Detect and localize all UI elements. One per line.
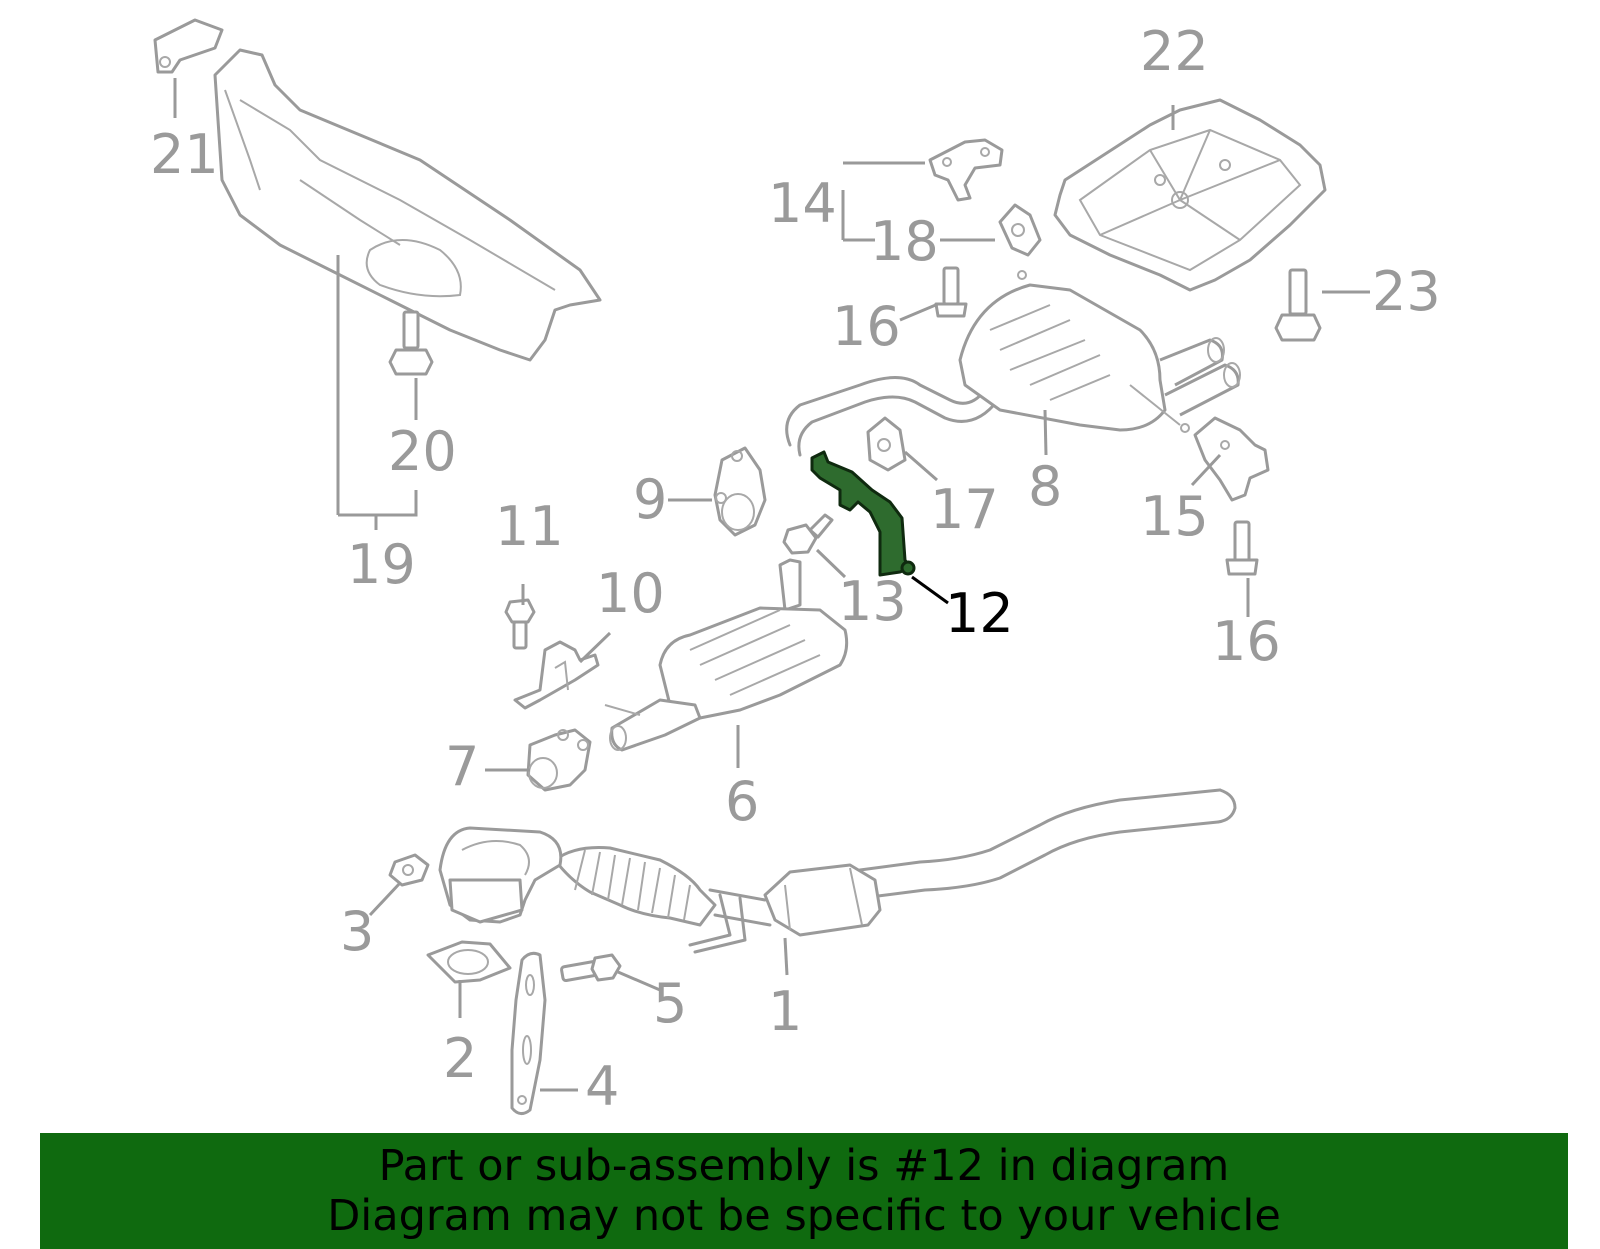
callout-20: 20 (388, 420, 457, 483)
part-3-nut (388, 853, 430, 887)
part-9-clamp (713, 446, 767, 537)
part-5-bolt (560, 953, 622, 983)
callout-16-upper: 16 (832, 295, 901, 358)
part-16-bolt-upper (934, 266, 968, 318)
part-8-rear-muffler (785, 270, 1241, 457)
callout-22: 22 (1140, 20, 1209, 83)
part-21-flange (153, 18, 224, 74)
callout-9: 9 (633, 468, 667, 531)
callout-23: 23 (1372, 260, 1441, 323)
part-4-bracket (510, 951, 547, 1115)
part-10-bracket (513, 640, 600, 710)
part-20-bolt (388, 310, 434, 376)
part-11-bolt (504, 598, 536, 650)
part-22-heat-shield (1053, 98, 1327, 292)
callout-19: 19 (347, 533, 416, 596)
part-1-front-pipe (688, 788, 1237, 954)
leader-lines (173, 78, 1370, 1092)
part-17-hanger (866, 416, 907, 472)
callout-15: 15 (1140, 485, 1209, 548)
part-7-clamp (526, 728, 592, 792)
callout-10: 10 (596, 562, 665, 625)
callout-labels: 21 20 19 22 23 14 18 16 8 17 15 16 9 13 … (150, 20, 1441, 1118)
part-19-heat-shield (213, 48, 602, 362)
part-12-bracket-highlighted (810, 450, 916, 577)
banner-line-disclaimer: Diagram may not be specific to your vehi… (327, 1191, 1281, 1241)
part-2-gasket (426, 940, 512, 984)
part-1-flex-section (553, 846, 717, 927)
part-18-hanger (998, 203, 1042, 257)
part-6-center-muffler (604, 558, 849, 752)
part-23-bolt (1274, 268, 1322, 342)
info-banner: Part or sub-assembly is #12 in diagram D… (40, 1133, 1568, 1249)
callout-13: 13 (838, 570, 907, 633)
callout-16-lower: 16 (1212, 610, 1281, 673)
part-13-bolt (782, 513, 834, 555)
part-14-bracket (928, 138, 1004, 202)
callout-7: 7 (445, 735, 479, 798)
callout-4: 4 (585, 1055, 619, 1118)
callout-17: 17 (930, 478, 999, 541)
callout-2: 2 (443, 1027, 477, 1090)
part-15-bracket (1193, 416, 1270, 502)
callout-12: 12 (945, 582, 1014, 645)
callout-18: 18 (870, 210, 939, 273)
callout-3: 3 (340, 900, 374, 963)
callout-21: 21 (150, 123, 219, 186)
callout-8: 8 (1028, 455, 1062, 518)
callout-1: 1 (768, 980, 802, 1043)
callout-11: 11 (495, 495, 564, 558)
callout-5: 5 (653, 972, 687, 1035)
banner-line-part: Part or sub-assembly is #12 in diagram (378, 1141, 1230, 1191)
callout-14: 14 (768, 172, 837, 235)
callout-6: 6 (725, 770, 759, 833)
part-manifold-downpipe (438, 826, 563, 924)
part-16-bolt-lower (1225, 520, 1259, 576)
